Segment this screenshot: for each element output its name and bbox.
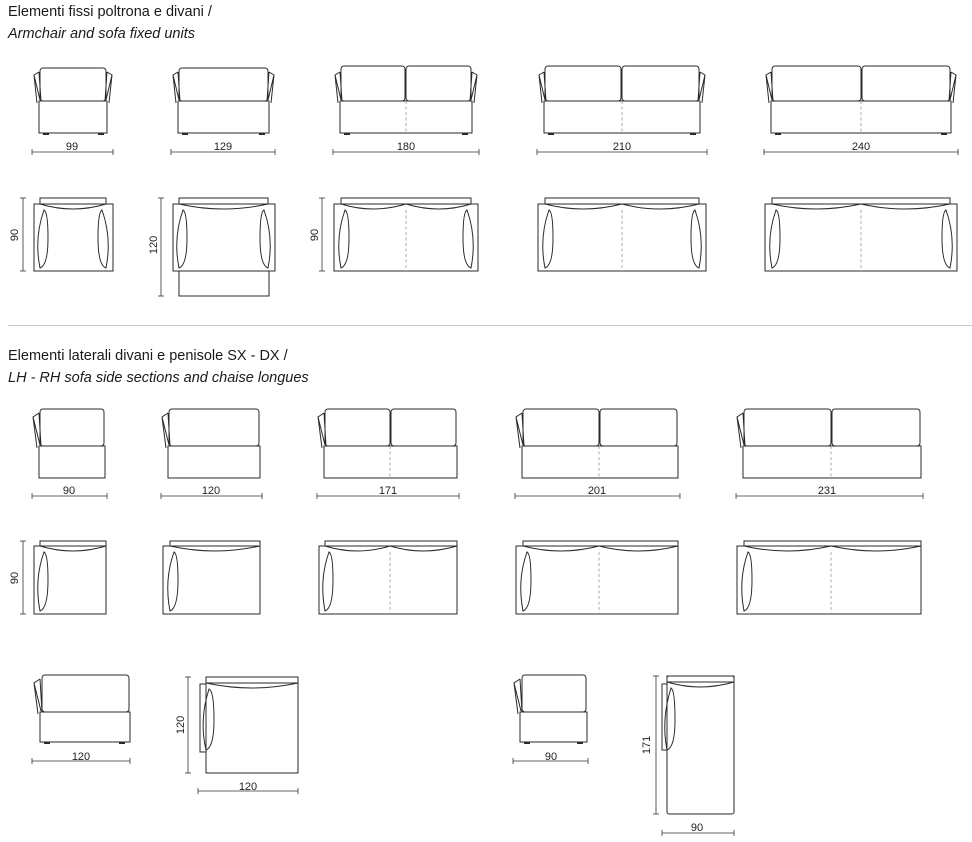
front-view-side-231: 231 [735,408,924,499]
section-divider [8,325,972,326]
front-view-side-90: 90 [31,408,108,499]
width-label: 99 [66,141,78,153]
plan-view-side-231 [736,540,922,615]
plan-view-sofa-240 [764,197,958,272]
width-label: 120 [72,751,90,763]
front-view-armchair-99: 99 [31,67,114,155]
front-view-side-120: 120 [160,408,263,499]
plan-view-side-201 [515,540,679,615]
width-label: 90 [545,751,557,763]
heading-english: Armchair and sofa fixed units [8,26,195,42]
front-view-sofa-180: 180 [332,65,480,155]
depth-label: 171 [641,736,653,754]
width-label: 120 [202,485,220,497]
plan-view-side-90: 90 [9,540,107,615]
width-label: 90 [691,822,703,834]
heading-italian: Elementi fissi poltrona e divani / [8,4,212,20]
width-label: 210 [613,141,631,153]
width-label: 129 [214,141,232,153]
plan-view-chaise-lh-120: 120 120 [175,676,299,794]
width-label: 240 [852,141,870,153]
plan-view-armchair-99: 90 [9,197,114,272]
depth-label: 90 [9,572,21,584]
heading-italian: Elementi laterali divani e penisole SX -… [8,348,288,364]
front-view-sofa-240: 240 [763,65,959,155]
depth-label: 90 [9,229,21,241]
depth-label: 90 [309,229,321,241]
plan-view-sofa-180: 90 [309,197,479,272]
plan-view-sofa-210 [537,197,707,272]
plan-view-chaise-rh-171: 171 90 [641,675,735,836]
plan-view-sofa-129: 120 [148,197,276,297]
front-view-sofa-210: 210 [536,65,708,155]
width-label: 201 [588,485,606,497]
front-view-side-201: 201 [514,408,681,499]
width-label: 90 [63,485,75,497]
depth-label: 120 [148,236,160,254]
front-view-sofa-129: 129 [170,67,276,155]
heading-english: LH - RH sofa side sections and chaise lo… [8,370,309,386]
depth-label: 120 [175,716,187,734]
width-label: 231 [818,485,836,497]
width-label: 171 [379,485,397,497]
section-heading-fixed-units: Elementi fissi poltrona e divani / Armch… [8,1,212,45]
front-view-side-171: 171 [316,408,460,499]
width-label: 180 [397,141,415,153]
section-heading-side-sections: Elementi laterali divani e penisole SX -… [8,345,309,389]
front-view-corner-lh-120: 120 [31,674,131,764]
width-label: 120 [239,781,257,793]
front-view-corner-rh-90: 90 [512,674,589,764]
plan-view-side-120 [162,540,261,615]
plan-view-side-171 [318,540,458,615]
